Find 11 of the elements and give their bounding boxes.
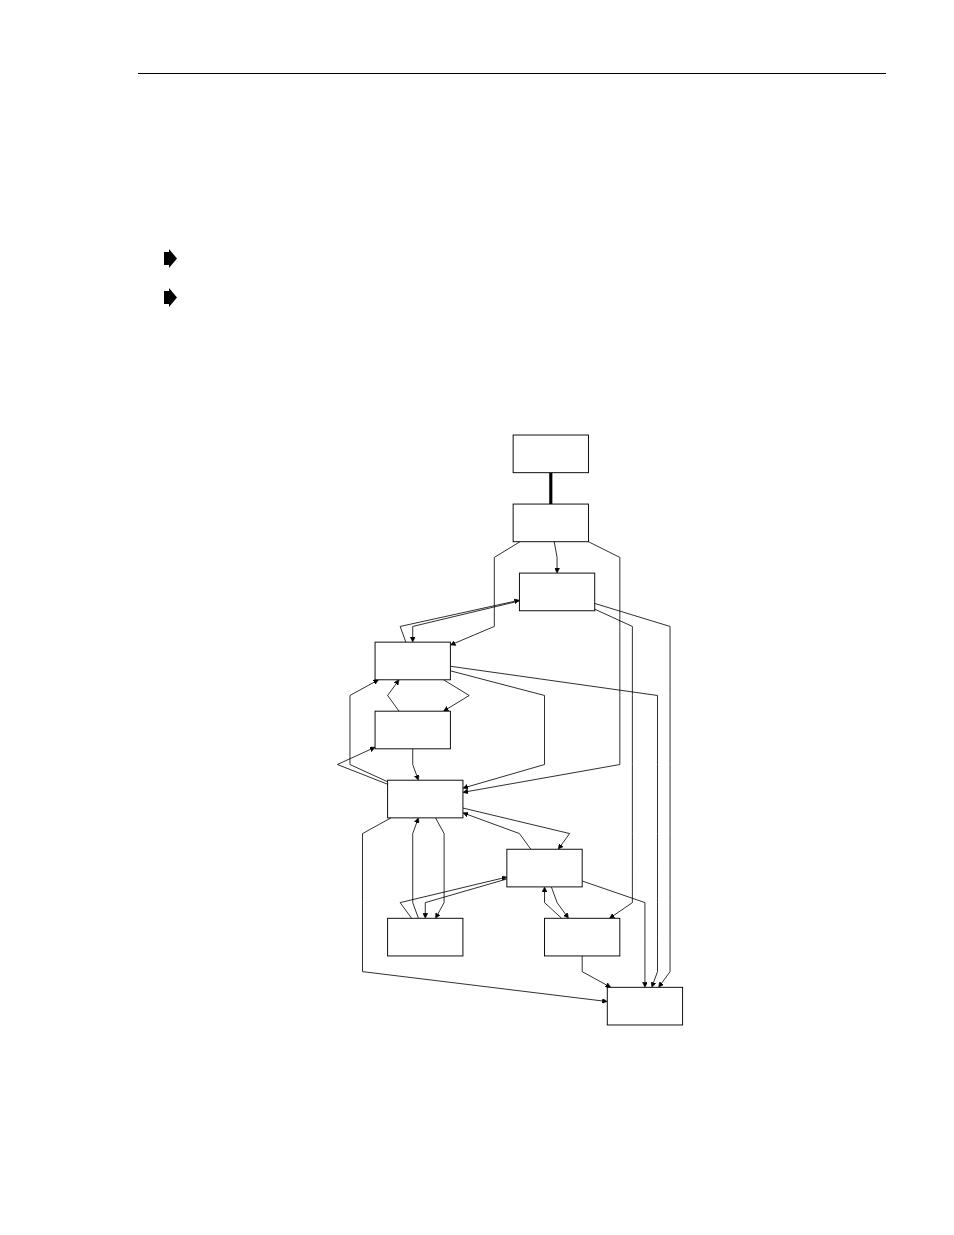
node-box bbox=[518, 572, 596, 612]
node-box bbox=[387, 779, 464, 819]
node-box bbox=[374, 641, 451, 681]
node-box bbox=[512, 503, 589, 543]
node-box bbox=[387, 917, 464, 957]
connector bbox=[549, 472, 553, 505]
node-box bbox=[506, 848, 583, 888]
node-box bbox=[544, 917, 621, 957]
node-box bbox=[606, 986, 684, 1026]
node-box bbox=[374, 710, 451, 750]
node-box bbox=[512, 434, 589, 474]
